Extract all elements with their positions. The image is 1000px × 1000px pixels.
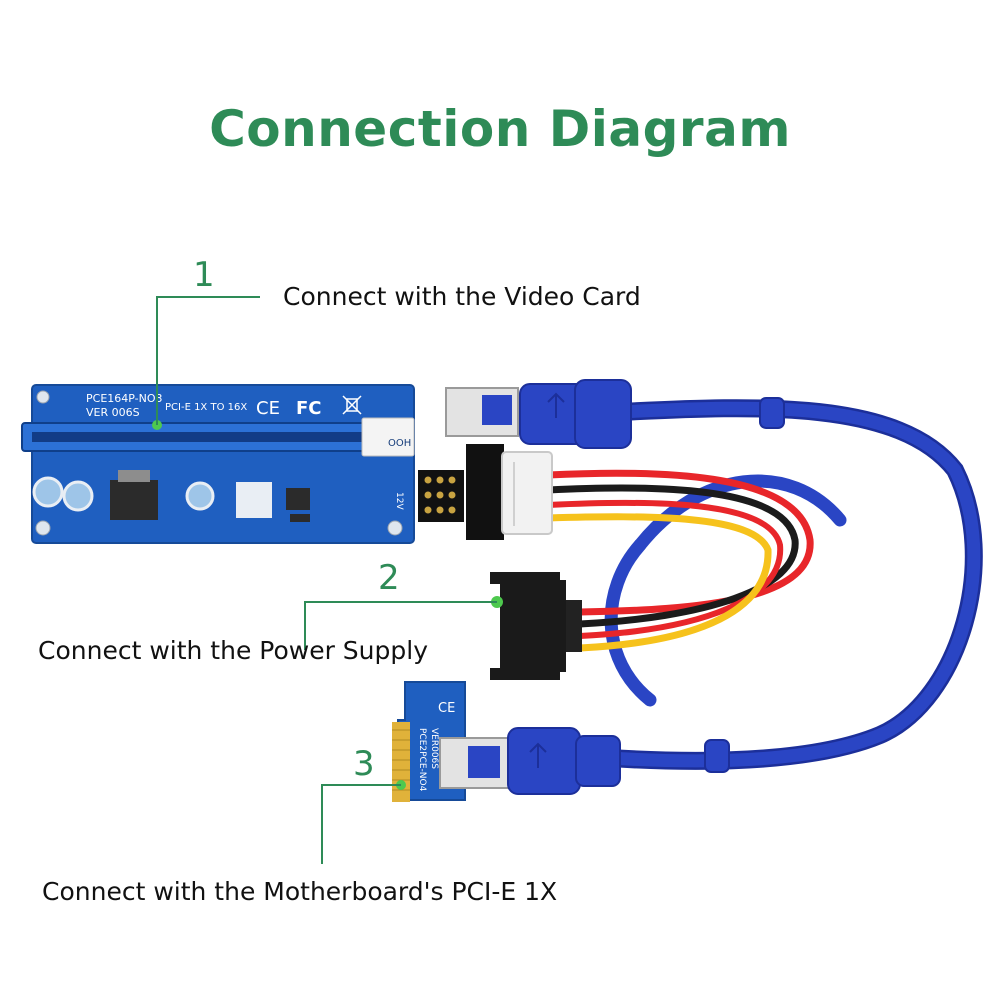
riser-version-text: VER 006S xyxy=(86,406,140,419)
callout-2-label: Connect with the Power Supply xyxy=(38,636,429,665)
callout-1-line xyxy=(156,296,260,425)
sata-power-connector xyxy=(490,572,582,680)
callout-lines xyxy=(156,296,497,864)
riser-model-text: PCE164P-NO3 xyxy=(86,392,163,405)
riser-spec-text: PCI-E 1X TO 16X xyxy=(165,402,247,413)
adapter-ce-mark-text: CE xyxy=(438,701,455,716)
riser-board: PCE164P-NO3 VER 006S PCI-E 1X TO 16X CE … xyxy=(21,384,464,544)
adapter-model-text: PCE2PCE-NO4 xyxy=(417,728,427,792)
callout-1-label: Connect with the Video Card xyxy=(283,282,641,311)
callout-3-number: 3 xyxy=(353,744,375,784)
callout-1-number: 1 xyxy=(193,255,215,295)
adapter-version-text: VER006S xyxy=(429,728,439,769)
power-wires xyxy=(547,469,814,652)
callout-2-number: 2 xyxy=(378,558,400,598)
riser-header-text: 12V xyxy=(394,492,404,510)
usb-cable xyxy=(601,397,983,773)
usb-port-riser xyxy=(445,379,632,449)
riser-side-text: OOH xyxy=(388,438,411,449)
callout-3-label: Connect with the Motherboard's PCI-E 1X xyxy=(42,877,558,906)
callout-2-line xyxy=(304,601,497,650)
usb-port-adapter xyxy=(439,727,621,795)
page-title: Connection Diagram xyxy=(209,100,791,158)
weee-bin-icon xyxy=(342,395,362,415)
molex-connector xyxy=(466,444,553,540)
ce-mark-text: CE xyxy=(256,398,280,419)
fc-mark-text: FC xyxy=(296,398,322,419)
callout-3-line xyxy=(321,784,401,864)
